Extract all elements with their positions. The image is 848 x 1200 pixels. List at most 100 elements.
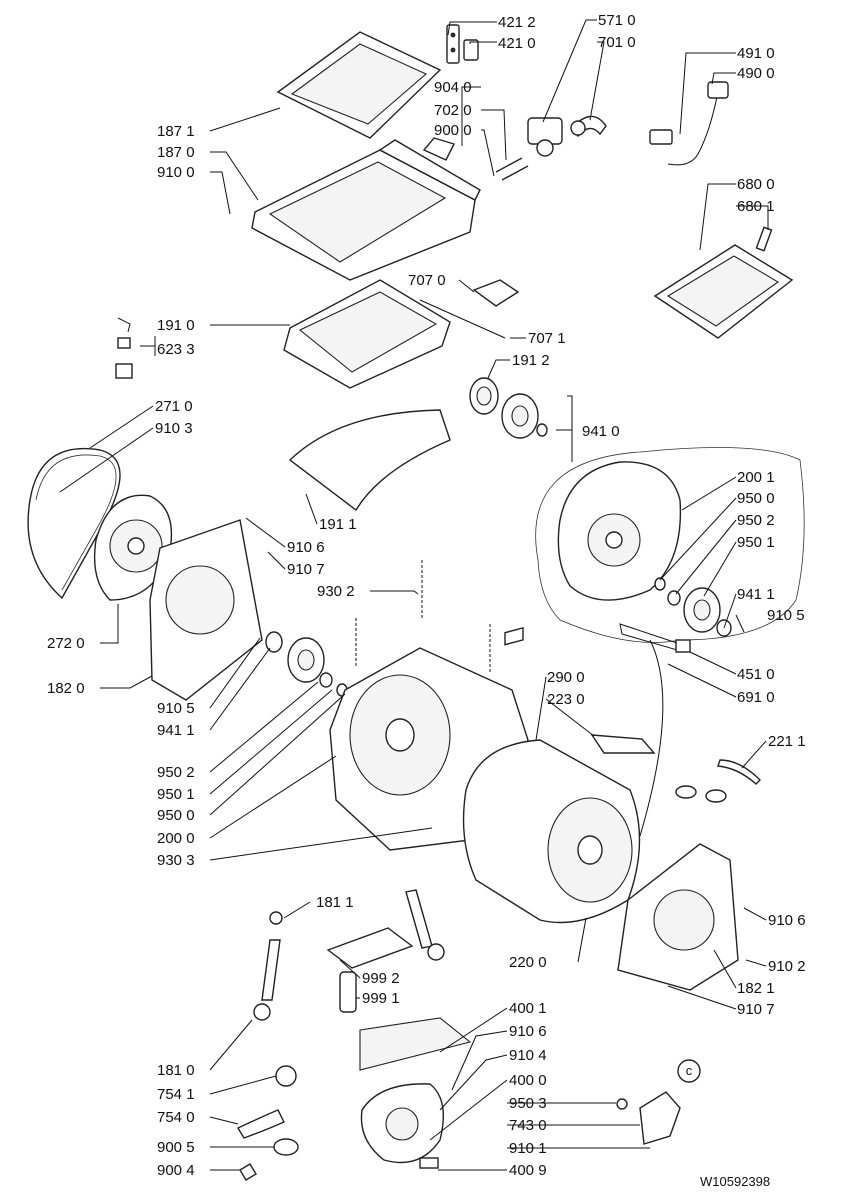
callout-letter: c (686, 1063, 693, 1078)
label-900-0: 900 0 (434, 122, 472, 139)
label-200-1: 200 1 (737, 469, 775, 486)
label-910-6-left: 910 6 (287, 539, 325, 556)
label-702-0: 702 0 (434, 102, 472, 119)
label-181-0: 181 0 (157, 1062, 195, 1079)
part-shock-181-0 (253, 911, 283, 1021)
label-950-1-left: 950 1 (157, 786, 195, 803)
label-910-2: 910 2 (768, 958, 806, 975)
part-lever-707 (419, 279, 520, 339)
part-tub-front-182-0 (149, 519, 263, 701)
label-191-0: 191 0 (157, 317, 195, 334)
part-rear-tub-200-1 (557, 461, 682, 601)
label-680-1: 680 1 (737, 198, 775, 215)
part-valve-571 (527, 115, 607, 157)
part-pump-400 (359, 1017, 472, 1169)
reference-code: W10592398 (700, 1174, 770, 1189)
label-941-1-right: 941 1 (737, 586, 775, 603)
label-623-3: 623 3 (157, 341, 195, 358)
label-490-0: 490 0 (737, 65, 775, 82)
label-900-4: 900 4 (157, 1162, 195, 1179)
label-930-2: 930 2 (317, 583, 355, 600)
part-top-cover-187-1 (276, 31, 442, 139)
part-rear-plate-272-0 (93, 494, 173, 601)
label-910-5-right: 910 5 (767, 607, 805, 624)
label-272-0: 272 0 (47, 635, 85, 652)
label-220-0: 220 0 (509, 954, 547, 971)
part-shock-181-1 (405, 889, 445, 961)
label-930-3: 930 3 (157, 852, 195, 869)
label-182-0: 182 0 (47, 680, 85, 697)
leader-lines (59, 19, 769, 1171)
label-191-1: 191 1 (319, 516, 357, 533)
label-491-0: 491 0 (737, 45, 775, 62)
part-pulley-941-0 (501, 393, 548, 439)
label-910-7-right: 910 7 (737, 1001, 775, 1018)
label-223-0: 223 0 (547, 691, 585, 708)
label-187-0: 187 0 (157, 144, 195, 161)
part-springs-930-2 (355, 560, 491, 674)
part-bearing-191-2 (469, 377, 499, 415)
part-bracket-904 (422, 137, 529, 181)
part-lid-191-1 (288, 409, 451, 512)
label-999-2: 999 2 (362, 970, 400, 987)
label-999-1: 999 1 (362, 990, 400, 1007)
label-950-0-left: 950 0 (157, 807, 195, 824)
label-941-1-left: 941 1 (157, 722, 195, 739)
label-950-2-right: 950 2 (737, 512, 775, 529)
label-290-0: 290 0 (547, 669, 585, 686)
label-904-0: 904 0 (434, 79, 472, 96)
label-181-1: 181 1 (316, 894, 354, 911)
label-421-2: 421 2 (498, 14, 536, 31)
label-271-0: 271 0 (155, 398, 193, 415)
label-191-2: 191 2 (512, 352, 550, 369)
part-hose-754 (237, 1065, 299, 1181)
part-filter-999 (326, 927, 414, 1013)
label-400-9: 400 9 (509, 1162, 547, 1179)
label-910-6-right: 910 6 (768, 912, 806, 929)
part-pressure-switch-743 (616, 1091, 681, 1145)
label-950-0-right: 950 0 (737, 490, 775, 507)
label-400-0: 400 0 (509, 1072, 547, 1089)
label-950-2-left: 950 2 (157, 764, 195, 781)
part-tub-ring-191-0 (283, 279, 451, 389)
callout-circle-c: c (677, 1059, 701, 1083)
part-kit-221-1 (675, 759, 761, 803)
label-910-4: 910 4 (509, 1047, 547, 1064)
part-pulley-941-1-left (265, 631, 348, 697)
label-200-0: 200 0 (157, 830, 195, 847)
label-691-0: 691 0 (737, 689, 775, 706)
part-paddle-223-0 (590, 734, 656, 754)
part-clips-623-3 (115, 317, 133, 379)
label-910-0: 910 0 (157, 164, 195, 181)
label-680-0: 680 0 (737, 176, 775, 193)
label-400-1: 400 1 (509, 1000, 547, 1017)
part-labels: 421 2 421 0 571 0 701 0 491 0 490 0 904 … (47, 12, 806, 1189)
label-743-0: 743 0 (509, 1117, 547, 1134)
label-941-0: 941 0 (582, 423, 620, 440)
label-571-0: 571 0 (598, 12, 636, 29)
part-top-frame-187-0 (251, 139, 481, 281)
part-detail-outline (535, 447, 805, 643)
label-421-0: 421 0 (498, 35, 536, 52)
label-910-7-left: 910 7 (287, 561, 325, 578)
label-910-1: 910 1 (509, 1140, 547, 1157)
label-701-0: 701 0 (598, 34, 636, 51)
part-gasket-271-0 (27, 447, 121, 600)
label-754-0: 754 0 (157, 1109, 195, 1126)
label-754-1: 754 1 (157, 1086, 195, 1103)
part-power-cable-490 (649, 81, 729, 166)
label-221-1: 221 1 (768, 733, 806, 750)
part-switch-421 (446, 24, 479, 64)
part-dispenser-680 (653, 226, 794, 339)
label-187-1: 187 1 (157, 123, 195, 140)
label-910-6-bottom: 910 6 (509, 1023, 547, 1040)
label-950-1-right: 950 1 (737, 534, 775, 551)
label-451-0: 451 0 (737, 666, 775, 683)
label-910-5-left: 910 5 (157, 700, 195, 717)
label-910-3: 910 3 (155, 420, 193, 437)
part-pulley-941-1-right (654, 577, 732, 637)
label-950-3: 950 3 (509, 1095, 547, 1112)
label-707-1: 707 1 (528, 330, 566, 347)
part-tub-rear-182-1 (617, 843, 739, 991)
